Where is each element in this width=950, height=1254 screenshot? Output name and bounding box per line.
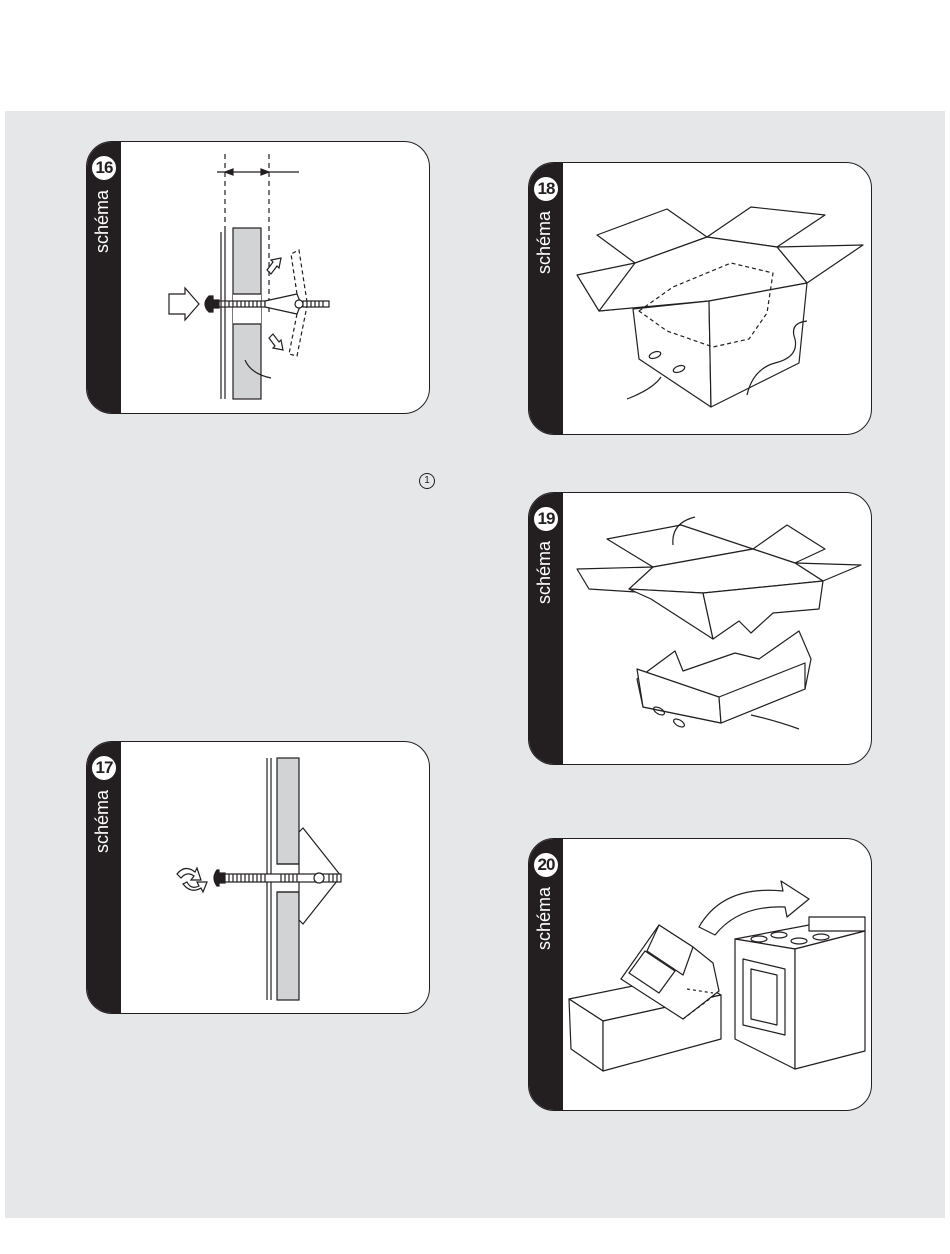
toggle-bolt-insertion-illustration: [121, 142, 430, 414]
figure-label: schéma: [92, 190, 116, 310]
figure-19-panel: 19 schéma: [528, 492, 872, 765]
figure-18-panel: 18 schéma: [528, 162, 872, 435]
figure-label: schéma: [92, 790, 116, 910]
figure-number: 18: [538, 179, 555, 199]
figure-label-text: schéma: [534, 211, 555, 274]
figure-label: schéma: [534, 887, 558, 1007]
figure-label: schéma: [534, 211, 558, 331]
open-carton-illustration: [563, 163, 872, 435]
figure-number: 17: [96, 758, 113, 778]
figure-number-badge: 20: [532, 851, 560, 879]
figure-number-badge: 19: [532, 505, 560, 533]
figure-label: schéma: [534, 541, 558, 661]
figure-16-panel: 16 schéma: [86, 141, 430, 414]
figure-number: 20: [538, 855, 555, 875]
toggle-bolt-tightening-illustration: [121, 742, 430, 1014]
figure-number-badge: 16: [90, 154, 118, 182]
callout-marker: 1: [419, 473, 435, 489]
figure-number: 19: [538, 509, 555, 529]
figure-label-text: schéma: [92, 790, 113, 853]
figure-label-text: schéma: [534, 541, 555, 604]
figure-number-badge: 18: [532, 175, 560, 203]
figure-label-text: schéma: [92, 190, 113, 253]
figure-number-badge: 17: [90, 754, 118, 782]
figure-20-panel: 20 schéma: [528, 838, 872, 1111]
figure-number: 16: [96, 158, 113, 178]
callout-marker-text: 1: [424, 475, 430, 486]
unboxed-range-illustration: [563, 839, 872, 1111]
carton-removal-illustration: [563, 493, 872, 765]
figure-17-panel: 17 schéma: [86, 741, 430, 1014]
figure-label-text: schéma: [534, 887, 555, 950]
